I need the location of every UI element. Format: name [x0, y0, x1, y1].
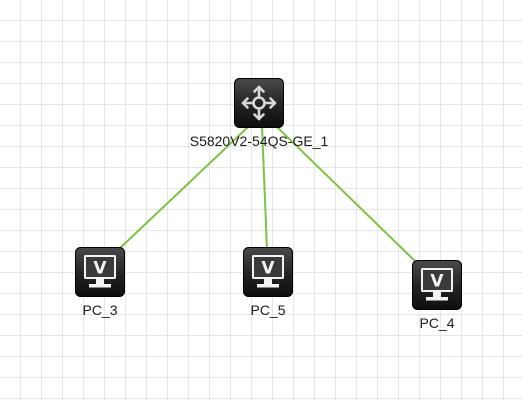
- pc-icon: V: [412, 260, 462, 310]
- link-switch-pc5[interactable]: [261, 125, 268, 251]
- pc3-label[interactable]: PC_3: [82, 302, 118, 318]
- switch-icon: [234, 78, 284, 128]
- svg-text:V: V: [93, 259, 107, 279]
- svg-text:V: V: [430, 272, 444, 292]
- device-pc5[interactable]: V: [243, 247, 293, 297]
- pc-icon: V: [75, 247, 125, 297]
- svg-text:V: V: [261, 259, 275, 279]
- switch-label[interactable]: S5820V2-54QS-GE_1: [189, 133, 329, 149]
- device-pc4[interactable]: V: [412, 260, 462, 310]
- device-switch[interactable]: [234, 78, 284, 128]
- device-pc3[interactable]: V: [75, 247, 125, 297]
- pc-icon: V: [243, 247, 293, 297]
- link-switch-pc3[interactable]: [117, 125, 250, 251]
- pc4-label[interactable]: PC_4: [419, 315, 455, 331]
- pc5-label[interactable]: PC_5: [250, 302, 286, 318]
- link-switch-pc4[interactable]: [275, 125, 418, 264]
